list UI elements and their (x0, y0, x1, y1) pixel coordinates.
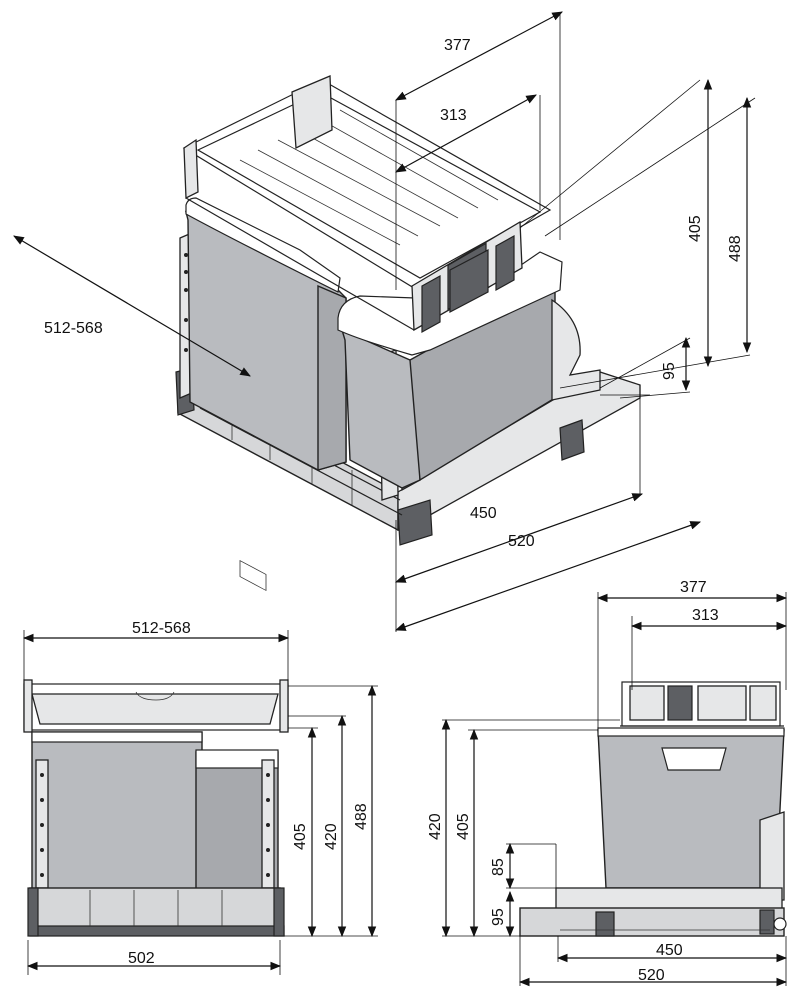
front-dim-512-568: 512-568 (132, 620, 191, 637)
iso-dim-377: 377 (444, 37, 471, 54)
side-bin (597, 727, 785, 889)
iso-dimension-lines (13, 11, 752, 631)
iso-top-basket (182, 75, 552, 334)
side-dimension-lines (441, 593, 788, 987)
front-dim-405: 405 (292, 823, 309, 850)
side-dim-85: 85 (490, 858, 507, 876)
side-dim-377: 377 (680, 579, 707, 596)
front-top-tray (23, 679, 289, 733)
front-dim-488: 488 (353, 803, 370, 830)
front-dim-420: 420 (323, 823, 340, 850)
side-base (519, 887, 787, 937)
side-dim-313: 313 (692, 607, 719, 624)
iso-dim-450: 450 (470, 505, 497, 522)
iso-dim-313: 313 (440, 107, 467, 124)
side-dim-405: 405 (455, 813, 472, 840)
front-dimension-lines (22, 633, 377, 971)
side-dim-450: 450 (656, 942, 683, 959)
side-view: 377 313 420 405 85 95 450 520 (427, 579, 788, 987)
side-dim-95: 95 (490, 908, 507, 926)
isometric-view: 377 313 512-568 405 488 95 450 520 (13, 11, 756, 632)
side-dim-520: 520 (638, 967, 665, 984)
iso-dim-488: 488 (727, 235, 744, 262)
iso-dim-512-568: 512-568 (44, 320, 103, 337)
iso-dim-95: 95 (661, 362, 678, 380)
front-base (27, 887, 285, 937)
iso-dim-405: 405 (687, 215, 704, 242)
side-extension-lines (442, 592, 787, 986)
iso-dim-520: 520 (508, 533, 535, 550)
side-top-basket (620, 681, 784, 727)
front-dim-502: 502 (128, 950, 155, 967)
front-large-bin (31, 731, 203, 895)
side-dim-420: 420 (427, 813, 444, 840)
front-view: 512-568 502 405 420 488 (22, 620, 378, 975)
